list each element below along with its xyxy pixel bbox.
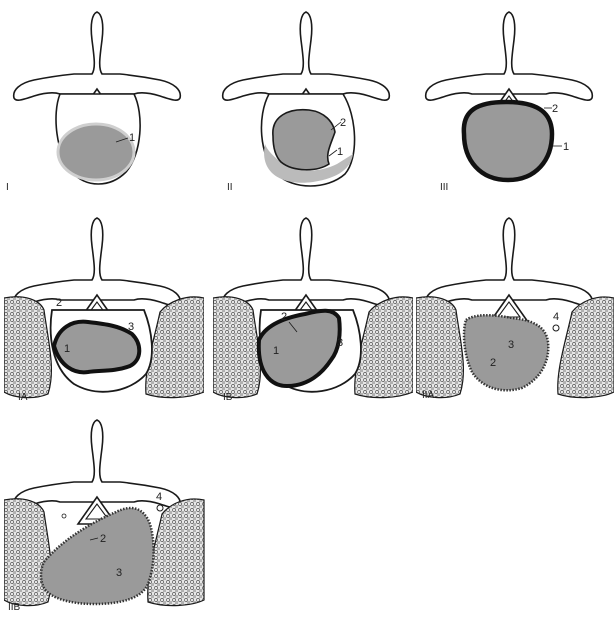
vertebra-cross-section-icon: 2 1 3 IB — [213, 210, 413, 410]
label-number: 1 — [273, 345, 279, 357]
muscle-right — [355, 297, 413, 398]
label-number: 1 — [337, 146, 343, 158]
label-number: 3 — [508, 339, 514, 351]
label-number: 2 — [281, 311, 287, 323]
muscle-right — [558, 297, 614, 398]
panel-II: 2 1 II — [213, 4, 413, 204]
muscle-left — [416, 297, 463, 398]
panel-IIA: 4 3 2 IIA — [416, 210, 614, 410]
vertebra-cross-section-icon: 4 3 2 IIA — [416, 210, 614, 410]
panel-I: 1 I — [4, 4, 204, 204]
vertebra-cross-section-icon: 1 I — [4, 4, 204, 204]
vertebra-cross-section-icon: 2 1 II — [213, 4, 413, 204]
panel-caption: III — [440, 182, 448, 193]
panel-caption: II — [227, 182, 233, 193]
label-number: 4 — [553, 311, 559, 323]
panel-caption: IA — [18, 392, 28, 403]
panel-IB: 2 1 3 IB — [213, 210, 413, 410]
lesion — [464, 315, 548, 390]
muscle-left — [4, 499, 51, 606]
panel-caption: I — [6, 182, 9, 193]
label-number: 3 — [116, 567, 122, 579]
lesion — [58, 124, 134, 180]
panel-III: 2 1 III — [416, 4, 614, 204]
panel-IA: 2 3 1 IA — [4, 210, 204, 410]
muscle-right — [148, 499, 204, 606]
label-number: 2 — [56, 297, 62, 309]
lesion — [464, 102, 552, 180]
label-number: 3 — [337, 337, 343, 349]
muscle-left — [213, 297, 260, 398]
label-number: 1 — [563, 141, 569, 153]
label-number: 1 — [64, 343, 70, 355]
label-number: 2 — [100, 533, 106, 545]
lesion — [273, 110, 335, 170]
label-number: 1 — [129, 132, 135, 144]
label-number: 4 — [156, 491, 162, 503]
vertebra-cross-section-icon: 2 3 1 IA — [4, 210, 204, 410]
label-number: 3 — [128, 321, 134, 333]
label-number: 2 — [490, 357, 496, 369]
panel-caption: IB — [223, 392, 233, 403]
panel-caption: IIA — [422, 390, 435, 401]
lesion — [41, 508, 154, 604]
muscle-left — [4, 297, 51, 398]
vertebra-cross-section-icon: 2 1 III — [416, 4, 614, 204]
label-number: 2 — [552, 103, 558, 115]
vertebra-cross-section-icon: 4 2 3 IIB — [4, 412, 208, 620]
muscle-right — [146, 297, 204, 398]
panel-IIB: 4 2 3 IIB — [4, 412, 208, 620]
panel-caption: IIB — [8, 602, 21, 613]
label-number: 2 — [340, 117, 346, 129]
